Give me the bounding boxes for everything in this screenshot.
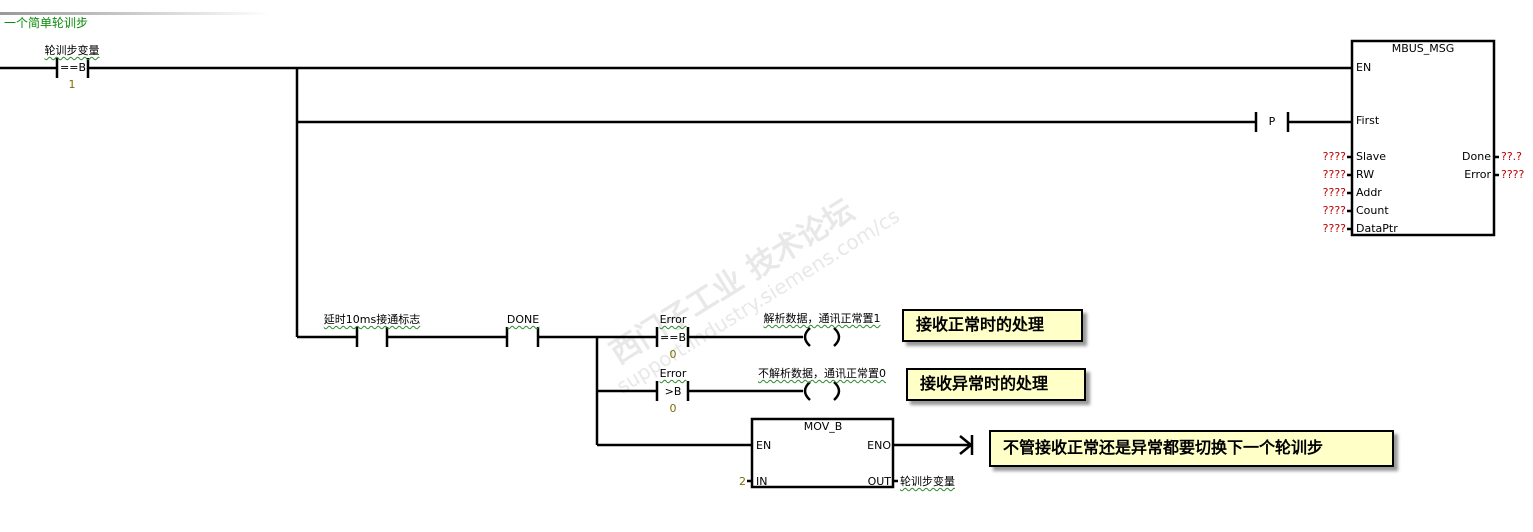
pin-in: IN <box>756 475 768 488</box>
done-value[interactable]: ??.? <box>1501 150 1523 163</box>
cmp1-value: 0 <box>669 348 677 361</box>
pin-rw: RW <box>1356 168 1375 181</box>
cmp1-op[interactable]: ==B <box>660 331 686 344</box>
rw-value[interactable]: ???? <box>1322 168 1346 181</box>
block-title: MBUS_MSG <box>1391 42 1455 55</box>
comment-note-normal: 接收正常时的处理 <box>902 309 1083 342</box>
pin-dataptr: DataPtr <box>1356 222 1398 235</box>
pin-en: EN <box>1356 61 1372 74</box>
cmp2-value: 0 <box>669 402 677 415</box>
pin-en: EN <box>756 439 772 452</box>
pin-error: Error <box>1464 168 1491 181</box>
pin-eno: ENO <box>867 439 891 452</box>
network-separator <box>0 12 270 15</box>
cmp1-operand: Error <box>659 313 687 326</box>
count-value[interactable]: ???? <box>1322 204 1346 217</box>
compare-operand: 轮训步变量 <box>44 44 100 57</box>
coil1-label[interactable]: 解析数据，通讯正常置1 <box>763 312 881 325</box>
positive-edge-contact[interactable]: P <box>1268 115 1276 128</box>
cmp2-op[interactable]: >B <box>664 385 682 398</box>
contact1-label[interactable]: 延时10ms接通标志 <box>323 313 421 326</box>
pin-done: Done <box>1462 150 1491 163</box>
pin-count: Count <box>1356 204 1389 217</box>
error-value[interactable]: ???? <box>1501 168 1525 181</box>
block-title: MOV_B <box>803 420 843 433</box>
compare-op[interactable]: ==B <box>60 61 86 74</box>
network-title: 一个简单轮训步 <box>4 16 89 30</box>
cmp2-operand: Error <box>659 367 687 380</box>
addr-value[interactable]: ???? <box>1322 186 1346 199</box>
pin-slave: Slave <box>1356 150 1387 163</box>
pin-out: OUT <box>867 475 891 488</box>
comment-note-next-step: 不管接收正常还是异常都要切换下一个轮训步 <box>989 430 1394 467</box>
compare-value: 1 <box>68 78 76 91</box>
slave-value[interactable]: ???? <box>1322 150 1346 163</box>
coil2-label[interactable]: 不解析数据，通讯正常置0 <box>758 367 886 380</box>
contact2-label[interactable]: DONE <box>506 313 540 326</box>
dataptr-value[interactable]: ???? <box>1322 222 1346 235</box>
in-value[interactable]: 2 <box>739 475 746 488</box>
out-value[interactable]: 轮训步变量 <box>900 475 955 488</box>
pin-first: First <box>1356 114 1380 127</box>
comment-note-error: 接收异常时的处理 <box>906 368 1086 401</box>
pin-addr: Addr <box>1356 186 1382 199</box>
